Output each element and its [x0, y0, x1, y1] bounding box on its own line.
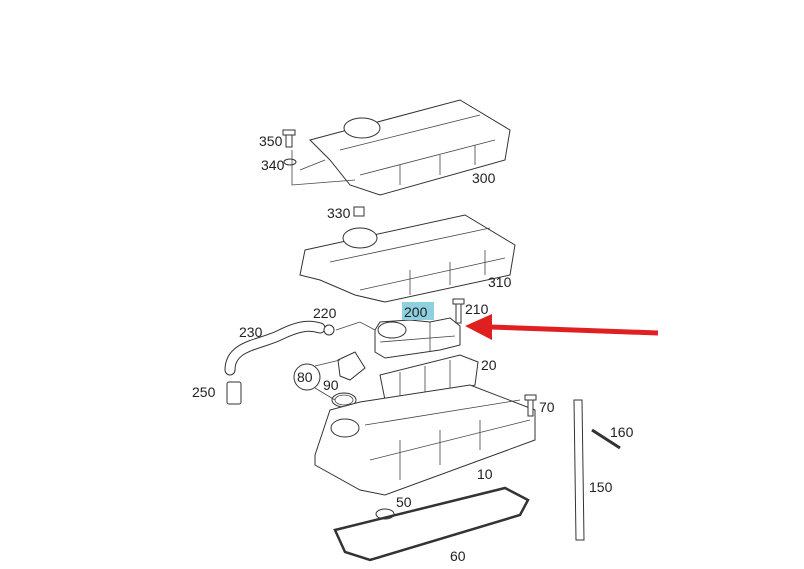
connector-250 — [226, 381, 242, 405]
label-50: 50 — [396, 494, 412, 510]
dipstick-tube-150 — [573, 399, 585, 541]
label-150: 150 — [589, 479, 613, 495]
leader-220 — [335, 321, 376, 331]
label-70: 70 — [539, 399, 555, 415]
clamp-220 — [323, 324, 335, 336]
oil-cap-90 — [337, 351, 366, 381]
label-160: 160 — [610, 424, 634, 440]
label-60: 60 — [450, 548, 466, 564]
label-250: 250 — [192, 384, 216, 400]
leader-lines-top — [291, 150, 356, 186]
valve-cover-10 — [314, 384, 536, 496]
gasket-60 — [333, 486, 530, 562]
bolt-210 — [452, 298, 465, 324]
label-310: 310 — [488, 274, 512, 290]
label-340: 340 — [261, 157, 285, 173]
label-330: 330 — [327, 205, 351, 221]
label-80: 80 — [297, 369, 313, 385]
bolt-70 — [524, 394, 537, 417]
label-210: 210 — [465, 301, 489, 317]
label-10: 10 — [477, 466, 493, 482]
oil-separator-200 — [374, 317, 461, 359]
label-90: 90 — [323, 377, 339, 393]
label-20: 20 — [481, 357, 497, 373]
callout-circle-80 — [293, 363, 321, 391]
nut-330 — [353, 206, 365, 217]
label-220: 220 — [313, 305, 337, 321]
label-230: 230 — [239, 324, 263, 340]
dipstick-160 — [591, 428, 621, 450]
engine-cover-300 — [309, 99, 511, 196]
label-350: 350 — [259, 133, 283, 149]
washer-340 — [283, 158, 297, 166]
pointer-arrow — [465, 314, 659, 340]
cover-310 — [299, 214, 516, 303]
highlight-box-200 — [402, 302, 434, 320]
label-200: 200 — [404, 304, 428, 320]
label-300: 300 — [472, 170, 496, 186]
bolt-350 — [282, 129, 296, 148]
leader-80 — [314, 359, 341, 401]
